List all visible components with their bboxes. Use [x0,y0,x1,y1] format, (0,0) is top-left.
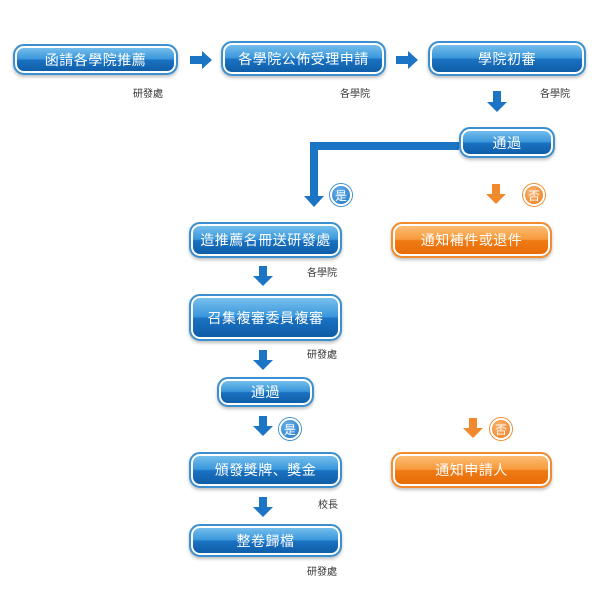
arrow-icon [396,51,418,69]
step-notify-applicant: 通知申請人 [391,452,552,488]
arrow-icon [463,418,483,438]
arrow-icon [253,416,273,436]
step-award-label: 頒發獎牌、獎金 [214,463,317,479]
step-college-publish-label: 各學院公佈受理申請 [238,51,369,68]
responsible-invite: 研發處 [133,89,163,100]
step-list-submit: 造推薦名冊送研發處 [189,222,342,258]
arrow-icon [253,497,273,517]
step-notify-supplement-label: 通知補件或退件 [420,233,523,249]
responsible-archive: 研發處 [307,567,337,578]
step-invite-label: 函請各學院推薦 [44,52,147,69]
arrow-icon [487,91,507,112]
responsible-award: 校長 [318,500,338,511]
responsible-list-submit: 各學院 [307,268,337,279]
step-notify-supplement: 通知補件或退件 [391,222,552,258]
no-badge: 否 [523,184,545,206]
arrow-icon [304,142,459,207]
step-archive-label: 整卷歸檔 [236,533,295,550]
step-award: 頒發獎牌、獎金 [189,452,342,488]
arrow-icon [253,266,273,286]
responsible-college-publish: 各學院 [340,89,370,100]
step-archive: 整卷歸檔 [189,524,342,557]
responsible-college-review: 各學院 [540,89,570,100]
arrow-icon [486,184,506,204]
step-pass-1-label: 通過 [492,135,522,152]
step-committee-review: 召集複審委員複審 [189,294,342,341]
yes-badge: 是 [279,418,301,440]
step-pass-2-label: 通過 [251,385,280,401]
step-invite: 函請各學院推薦 [13,44,178,75]
step-committee-review-label: 召集複審委員複審 [207,310,324,327]
step-notify-applicant-label: 通知申請人 [435,463,508,479]
yes-badge: 是 [330,184,352,206]
step-list-submit-label: 造推薦名冊送研發處 [200,233,331,249]
step-college-review: 學院初審 [428,41,586,76]
arrow-icon [253,350,273,370]
step-college-review-label: 學院初審 [478,51,536,68]
responsible-committee-review: 研發處 [307,350,337,361]
step-college-publish: 各學院公佈受理申請 [221,41,386,76]
step-pass-2: 通過 [217,377,314,407]
no-badge: 否 [490,418,512,440]
arrow-icon [190,51,212,69]
step-pass-1: 通過 [459,127,555,158]
